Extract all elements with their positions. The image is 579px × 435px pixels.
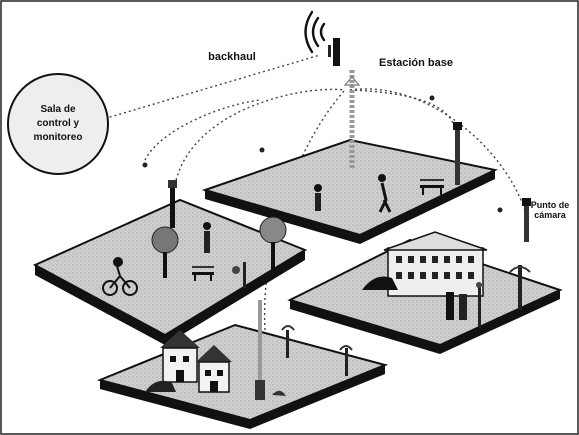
backhaul-label: backhaul: [208, 51, 256, 63]
camera-point-label-line1: Punto de: [531, 200, 570, 210]
base-station-label: Estación base: [379, 57, 453, 69]
link-left-pole: [145, 100, 260, 160]
building-icon: [384, 232, 487, 296]
backhaul-link: [100, 55, 320, 120]
control-room-label-line3: monitoreo: [34, 132, 83, 143]
wifi-signal-icon: [306, 12, 325, 52]
pedestrian-icon: [203, 222, 211, 253]
pedestrian-icon: [314, 184, 322, 211]
control-room-label-line1: Sala de: [40, 104, 75, 115]
link-top-platform: [350, 90, 455, 130]
camera-pole-icon: [522, 198, 531, 242]
control-room-label-line2: control y: [37, 118, 80, 129]
platform-bottom: [100, 325, 385, 429]
camera-point-label-line2: cámara: [534, 210, 567, 220]
